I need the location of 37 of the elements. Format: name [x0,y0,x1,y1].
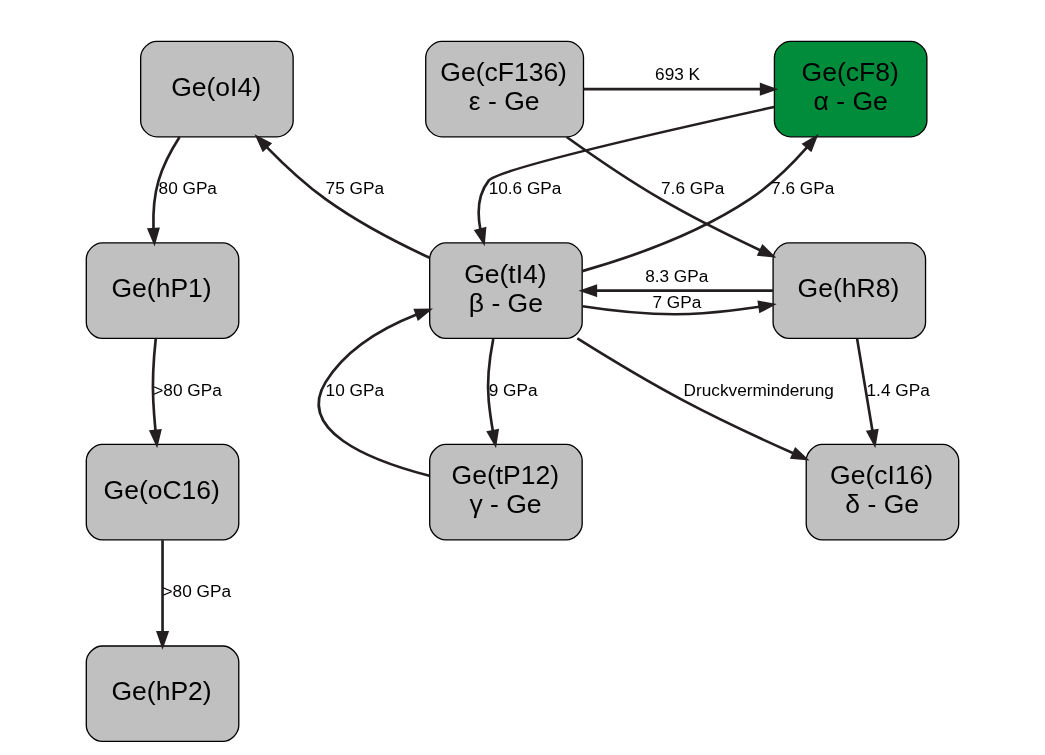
edge-label: 80 GPa [158,178,217,199]
edge-label: Druckverminderung [683,379,834,400]
edge-label: 8.3 GPa [645,265,709,286]
arrow [254,134,431,259]
node-box: Ge(oI4) [140,40,294,138]
arrow [581,133,819,273]
edge-label: 75 GPa [325,178,385,199]
edge-label: 9 GPa [488,379,538,400]
arrow [486,338,500,449]
arrow [855,338,879,449]
arrow [578,284,773,298]
node-box: Ge(cF136) ε - Ge [425,40,585,138]
node-box: Ge(hP2) [85,645,240,743]
edge-label: 10 GPa [325,379,385,400]
edge-label: 7.6 GPa [771,178,835,199]
arrow [156,540,170,650]
arrow [146,136,181,247]
edge-label: 693 K [655,64,701,85]
edge-label: 7.6 GPa [661,178,725,199]
arrow [583,82,779,96]
node-box: Ge(oC16) [85,443,240,541]
node-box: Ge(cF8) α - Ge [773,40,928,138]
node-box: Ge(hP1) [85,242,240,340]
node-box: Ge(cI16) δ - Ge [805,443,960,541]
arrow [582,300,777,316]
arrow [317,308,434,478]
arrow [576,337,810,461]
node-box: Ge(hR8) [772,242,927,340]
arrow [565,135,777,258]
edge-label: 10.6 GPa [488,178,562,199]
edge-label: 7 GPa [652,292,702,313]
arrow [148,338,162,449]
node-box: Ge(tI4) β - Ge [429,242,583,340]
edge-label: 1.4 GPa [866,379,930,400]
node-box: Ge(tP12) γ - Ge [429,443,583,541]
arrow [473,105,775,247]
edge-label: >80 GPa [153,379,222,400]
